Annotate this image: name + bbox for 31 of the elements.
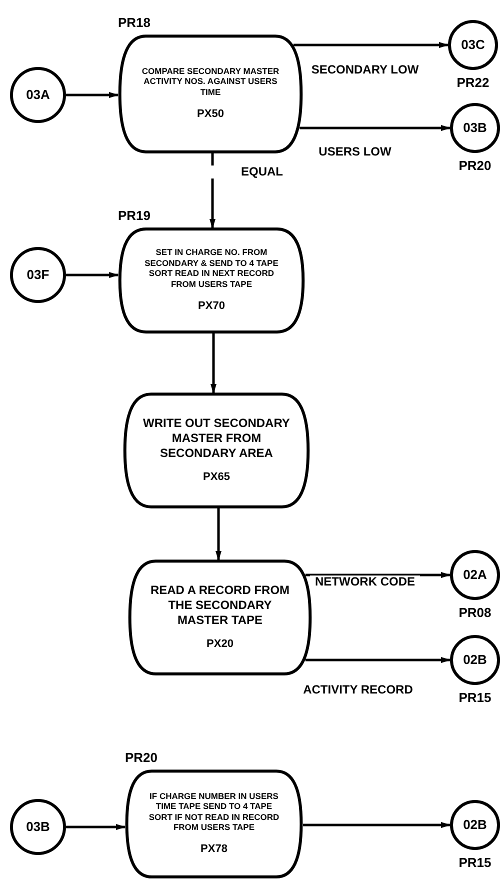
- arrow: [66, 272, 120, 278]
- edge-label: ACTIVITY RECORD: [303, 684, 413, 696]
- edge-label: NETWORK CODE: [310, 576, 420, 588]
- arrow: [210, 333, 216, 394]
- page-reference: PR20: [458, 157, 492, 175]
- step-heading: PR19: [118, 207, 151, 225]
- arrow: [305, 572, 451, 578]
- process-text: COMPARE SECONDARY MASTER ACTIVITY NOS. AGAINST USERS TIME: [140, 66, 280, 98]
- page-reference: PR15: [458, 689, 492, 707]
- process-code: PX50: [197, 106, 224, 122]
- page-reference: PR15: [458, 854, 492, 872]
- process-code: PX78: [200, 842, 228, 857]
- arrow: [303, 822, 451, 828]
- process-text: READ A RECORD FROM THE SECONDARY MASTER TAPE: [149, 582, 291, 628]
- process-text: IF CHARGE NUMBER IN USERS TIME TAPE SEND TO 4 TAPE SORT IF NOT READ IN RECORD FROM USERS TAPE: [148, 790, 280, 833]
- step-heading: PR18: [118, 14, 151, 32]
- process-code: PX65: [203, 470, 230, 485]
- page-reference: PR22: [456, 74, 490, 92]
- arrow: [305, 657, 451, 663]
- arrow: [66, 92, 119, 98]
- arrow: [66, 824, 126, 830]
- arrow: [300, 125, 451, 131]
- arrow: [216, 508, 222, 561]
- process-text: WRITE OUT SECONDARY MASTER FROM SECONDARY AREA: [143, 416, 290, 461]
- arrow: [293, 42, 449, 48]
- process-code: PX70: [198, 298, 225, 314]
- edge-label: SECONDARY LOW: [310, 64, 420, 76]
- page-reference: PR08: [458, 604, 492, 622]
- step-heading: PR20: [125, 749, 158, 767]
- process-code: PX20: [206, 636, 234, 652]
- process-text: SET IN CHARGE NO. FROM SECONDARY & SEND TO 4 TAPE SORT READ IN NEXT RECORD FROM USERS TAPE: [144, 247, 280, 290]
